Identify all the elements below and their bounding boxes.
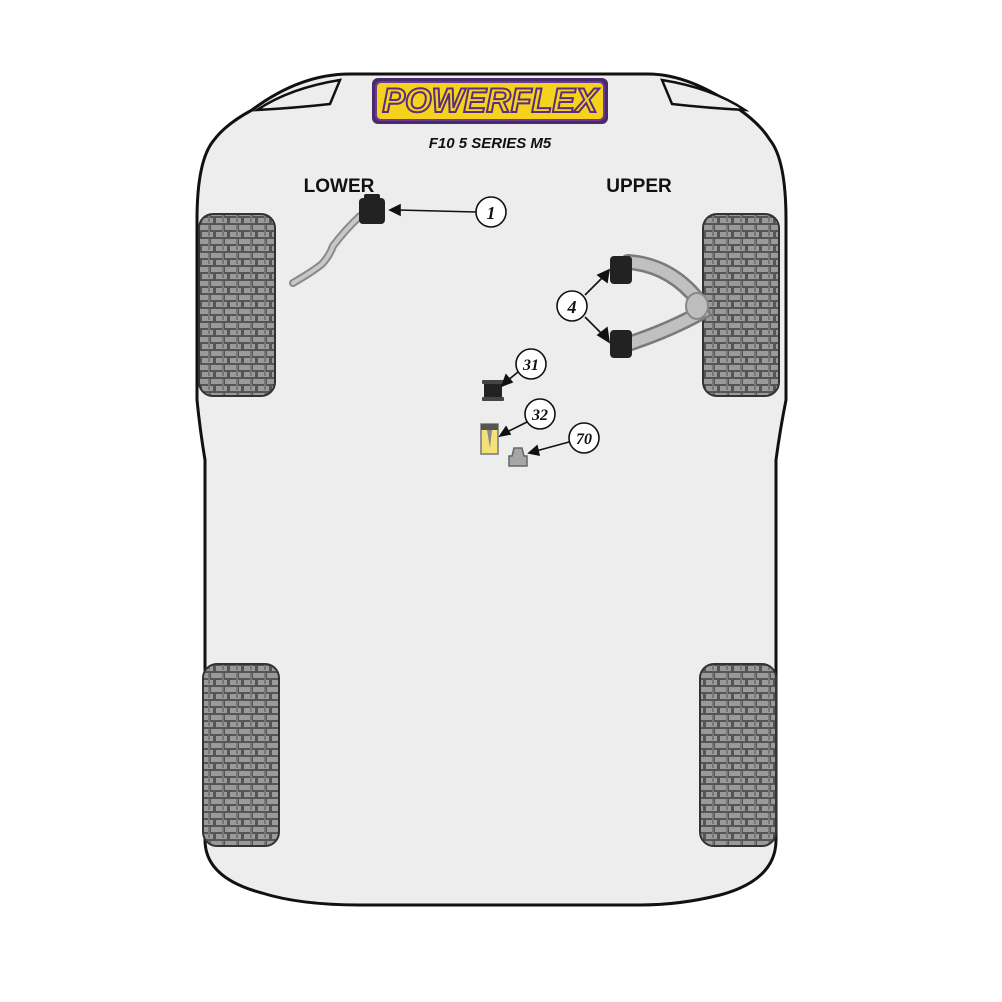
callout-1-label: 1 [487, 203, 496, 223]
car-body-outline [195, 72, 788, 907]
insert-32 [480, 423, 499, 455]
bush-4-upper [610, 256, 632, 284]
upper-wishbone [620, 254, 712, 352]
arrows [388, 203, 611, 457]
callout-4-label: 4 [567, 297, 577, 317]
bush-31 [482, 380, 504, 401]
bump-stop-70 [508, 447, 528, 467]
callout-70-label: 70 [576, 431, 592, 448]
callout-31-label: 31 [522, 357, 539, 374]
upper-label: UPPER [606, 176, 672, 197]
front-right-tyre [702, 213, 780, 397]
bush-4-lower [610, 330, 632, 358]
lower-label: LOWER [304, 176, 375, 197]
anti-roll-bar [289, 212, 364, 287]
front-left-tyre [198, 213, 276, 397]
bush-1 [359, 194, 385, 224]
powerflex-logo: POWERFLEX [372, 78, 608, 124]
callout-1: 1 [475, 196, 507, 228]
callout-4: 4 [556, 290, 588, 322]
rear-right-tyre [699, 663, 777, 847]
rear-left-tyre [202, 663, 280, 847]
right-headlight [659, 78, 750, 112]
logo-text: POWERFLEX [382, 82, 600, 120]
callout-31: 31 [515, 348, 547, 380]
callout-32: 32 [524, 398, 556, 430]
callout-32-label: 32 [531, 407, 548, 424]
left-headlight [252, 78, 343, 112]
model-label: F10 5 SERIES M5 [429, 135, 552, 152]
callout-70: 70 [568, 422, 600, 454]
